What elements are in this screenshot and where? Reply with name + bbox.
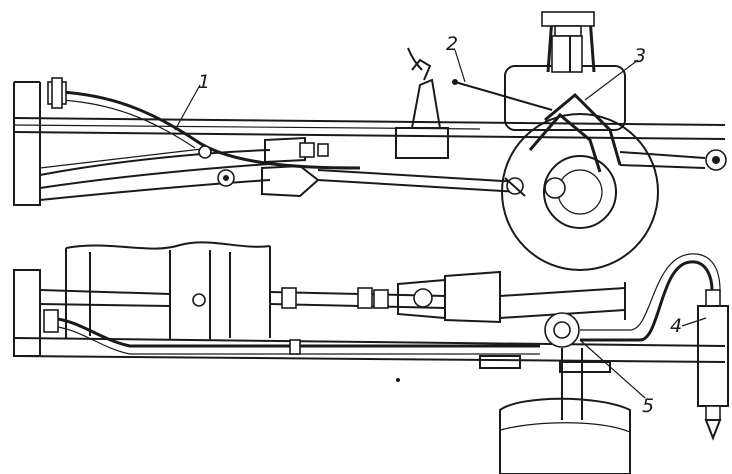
differential-housing: [397, 270, 501, 324]
axle-joint: [504, 177, 526, 197]
callout-5: 5: [642, 395, 654, 417]
pipe-fitting-left: [47, 77, 67, 109]
callout-labels: 1 2 3 4 5: [198, 33, 682, 417]
rear-wheel: [501, 113, 659, 271]
dot-mark: [396, 378, 400, 382]
leader-5: [579, 339, 646, 399]
shock-absorber-4: [697, 289, 729, 441]
leader-lines: [174, 49, 707, 399]
pivot-5: [544, 312, 580, 348]
frame-end-left: [13, 81, 41, 206]
callout-1: 1: [198, 71, 210, 93]
pull-cable-2: [452, 79, 553, 111]
plan-view: [13, 241, 729, 474]
brake-line-plan: [43, 309, 540, 355]
brake-line-1: [59, 90, 361, 170]
frame-end-right: [619, 149, 727, 171]
leader-1: [174, 84, 201, 131]
pipe-fitting-mid: [198, 145, 235, 187]
callout-4: 4: [670, 315, 682, 337]
driveshaft-plan: [269, 287, 446, 309]
fluid-reservoir: [395, 47, 449, 159]
driveshaft: [317, 169, 521, 193]
handbrake-assembly: [504, 11, 626, 131]
arched-pipe: [580, 253, 721, 342]
leader-3: [584, 59, 639, 101]
bracket-3: [528, 92, 622, 173]
plan-end-left: [13, 269, 41, 357]
side-view: [13, 11, 727, 271]
callout-2: 2: [446, 33, 458, 55]
leader-2: [454, 49, 466, 83]
frame-rail-bottom: [13, 337, 726, 363]
engine-block: [39, 241, 271, 340]
frame-bracket: [479, 355, 611, 373]
leader-4: [681, 317, 707, 327]
wheel-plan: [499, 348, 631, 474]
master-cylinder: [261, 136, 329, 198]
leaf-spring-assembly: [39, 147, 271, 201]
callout-3: 3: [634, 45, 646, 67]
